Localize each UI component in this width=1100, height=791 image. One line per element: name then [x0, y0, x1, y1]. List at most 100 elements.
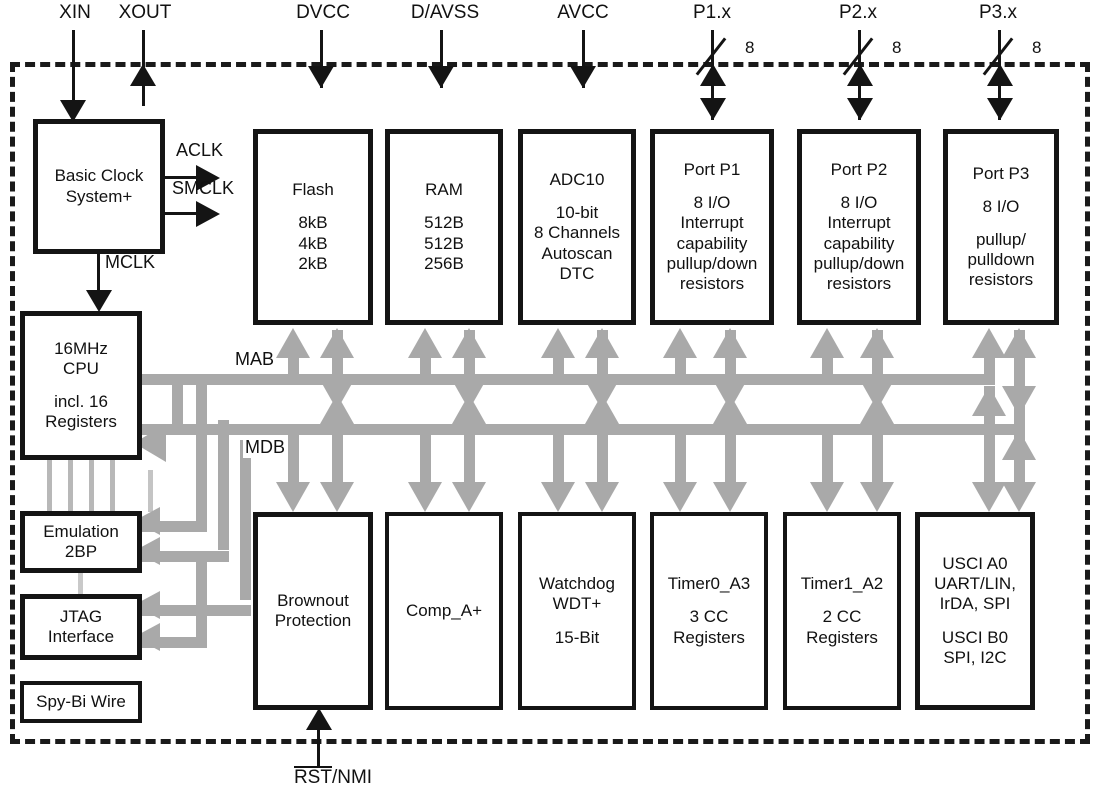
bus-stub-adc-low2 — [597, 424, 608, 484]
cpu-emulation-link-3 — [89, 460, 94, 512]
nmi-text: /NMI — [331, 767, 373, 788]
pin-label-p3x: P3.x — [978, 2, 1018, 23]
watchdog-line-3: 15-Bit — [554, 627, 600, 647]
pin-label-xout: XOUT — [118, 2, 172, 23]
bus-arrow-p2-low2-down — [860, 482, 894, 512]
mclk-line — [97, 253, 100, 308]
bus-arrow-ram-low2-down — [452, 482, 486, 512]
adc10-line-2: 8 Channels — [533, 223, 620, 243]
usci-line-3: IrDA, SPI — [939, 594, 1011, 614]
bus-arrow-adc-low1-down — [541, 482, 575, 512]
cpu-line-1: 16MHz — [54, 338, 108, 358]
block-usci[interactable]: USCI A0 UART/LIN, IrDA, SPI USCI B0 SPI,… — [915, 512, 1035, 710]
block-comp-a-plus[interactable]: Comp_A+ — [385, 512, 503, 710]
port-p1-line-3: capability — [676, 233, 748, 253]
bus-arrow-ram-up2 — [452, 328, 486, 358]
block-timer1-a2[interactable]: Timer1_A2 2 CC Registers — [783, 512, 901, 710]
bus-arrow-ram-up — [408, 328, 442, 358]
bus-stub-usci-low1 — [984, 424, 995, 484]
brownout-line-1: Brownout — [277, 590, 349, 610]
debug-feed-h1 — [142, 521, 207, 532]
bus-stub-ram-mab — [420, 350, 431, 380]
port-p2-title: Port P2 — [830, 160, 888, 180]
bus-width-p3x: 8 — [1032, 38, 1042, 57]
bus-arrow-flash-up2 — [320, 328, 354, 358]
block-cpu[interactable]: 16MHz CPU incl. 16 Registers — [20, 311, 142, 460]
pin-line-xin — [72, 30, 75, 106]
block-timer0-a3[interactable]: Timer0_A3 3 CC Registers — [650, 512, 768, 710]
smclk-arrow — [196, 201, 220, 227]
pin-arrow-davss — [428, 66, 454, 88]
jtag-line-1: JTAG — [59, 606, 103, 626]
bus-stub-ram-low1 — [420, 424, 431, 484]
bus-arrow-p1-low2-down — [713, 482, 747, 512]
timer1-line-3: Registers — [806, 627, 878, 647]
pin-line-dvcc — [320, 30, 323, 88]
block-jtag-interface[interactable]: JTAG Interface — [20, 594, 142, 660]
ram-line-3: 256B — [424, 253, 464, 273]
block-emulation[interactable]: Emulation 2BP — [20, 511, 142, 573]
ram-line-1: 512B — [424, 213, 464, 233]
bus-label-mdb: MDB — [243, 437, 287, 458]
debug-feed-h4 — [142, 637, 207, 648]
cpu-side-link-5 — [148, 470, 153, 512]
adc10-line-4: DTC — [559, 263, 595, 283]
flash-line-3: 2kB — [298, 253, 328, 273]
jtag-line-2: Interface — [47, 627, 115, 646]
port-p2-line-1: 8 I/O — [840, 193, 878, 213]
aclk-arrow — [196, 165, 220, 191]
bus-arrow-p2-low2-up — [860, 394, 894, 424]
block-spy-bi-wire[interactable]: Spy-Bi Wire — [20, 681, 142, 723]
bus-stub-adc-low1 — [553, 424, 564, 484]
bus-stub-p1-low1 — [675, 424, 686, 484]
pin-label-avcc: AVCC — [557, 2, 609, 23]
block-brownout-protection[interactable]: Brownout Protection — [253, 512, 373, 710]
block-port-p3[interactable]: Port P3 8 I/O pullup/ pulldown resistors — [943, 129, 1059, 325]
cpu-line-3: incl. 16 — [54, 392, 108, 411]
adc10-line-3: Autoscan — [541, 243, 613, 263]
comp-a-line-1: Comp_A+ — [405, 600, 483, 620]
flash-title: Flash — [292, 180, 334, 200]
debug-feed-v4 — [196, 560, 207, 645]
flash-line-1: 8kB — [298, 213, 328, 233]
block-adc10[interactable]: ADC10 10-bit 8 Channels Autoscan DTC — [518, 129, 636, 325]
pin-line-davss — [440, 30, 443, 88]
clock-label-smclk: SMCLK — [172, 178, 235, 198]
block-basic-clock-system[interactable]: Basic Clock System+ — [33, 119, 165, 254]
chip-boundary-dashed — [10, 62, 1090, 744]
bus-stub-p3-mab — [984, 350, 995, 380]
watchdog-line-1: Watchdog — [539, 574, 615, 594]
bus-arrow-adc-up2 — [585, 328, 619, 358]
block-watchdog[interactable]: Watchdog WDT+ 15-Bit — [518, 512, 636, 710]
block-port-p1[interactable]: Port P1 8 I/O Interrupt capability pullu… — [650, 129, 774, 325]
clock-line-2: System+ — [65, 186, 133, 206]
pin-arrow-up-p2x — [847, 64, 873, 86]
bus-mdb — [140, 424, 1025, 435]
debug-feed-v3 — [240, 440, 251, 600]
block-ram[interactable]: RAM 512B 512B 256B — [385, 129, 503, 325]
debug-feed-h2 — [142, 551, 229, 562]
clock-label-aclk: ACLK — [176, 140, 224, 160]
timer0-line-1: Timer0_A3 — [667, 574, 751, 594]
pin-arrow-xout — [130, 64, 156, 86]
port-p1-line-4: pullup/down — [666, 253, 758, 273]
bus-arrow-p2-up — [810, 328, 844, 358]
pin-label-p1x: P1.x — [692, 2, 732, 23]
bus-arrow-p3-up2 — [1002, 328, 1036, 358]
adc10-title: ADC10 — [549, 170, 605, 190]
bus-arrow-p3-mid-up — [972, 386, 1006, 416]
timer0-line-2: 3 CC — [689, 607, 729, 627]
bus-arrow-usci-low2-down — [1002, 482, 1036, 512]
port-p3-line-2: pullup/ — [975, 229, 1027, 249]
timer1-line-2: 2 CC — [822, 607, 862, 627]
timer1-line-1: Timer1_A2 — [800, 574, 884, 594]
bus-width-p2x: 8 — [892, 38, 902, 57]
block-flash[interactable]: Flash 8kB 4kB 2kB — [253, 129, 373, 325]
usci-line-5: SPI, I2C — [943, 647, 1007, 667]
rst-overline-text: RST — [293, 766, 332, 788]
bus-arrow-p1-low1-down — [663, 482, 697, 512]
port-p1-title: Port P1 — [683, 160, 741, 180]
port-p1-line-5: resistors — [679, 273, 745, 293]
block-port-p2[interactable]: Port P2 8 I/O Interrupt capability pullu… — [797, 129, 921, 325]
